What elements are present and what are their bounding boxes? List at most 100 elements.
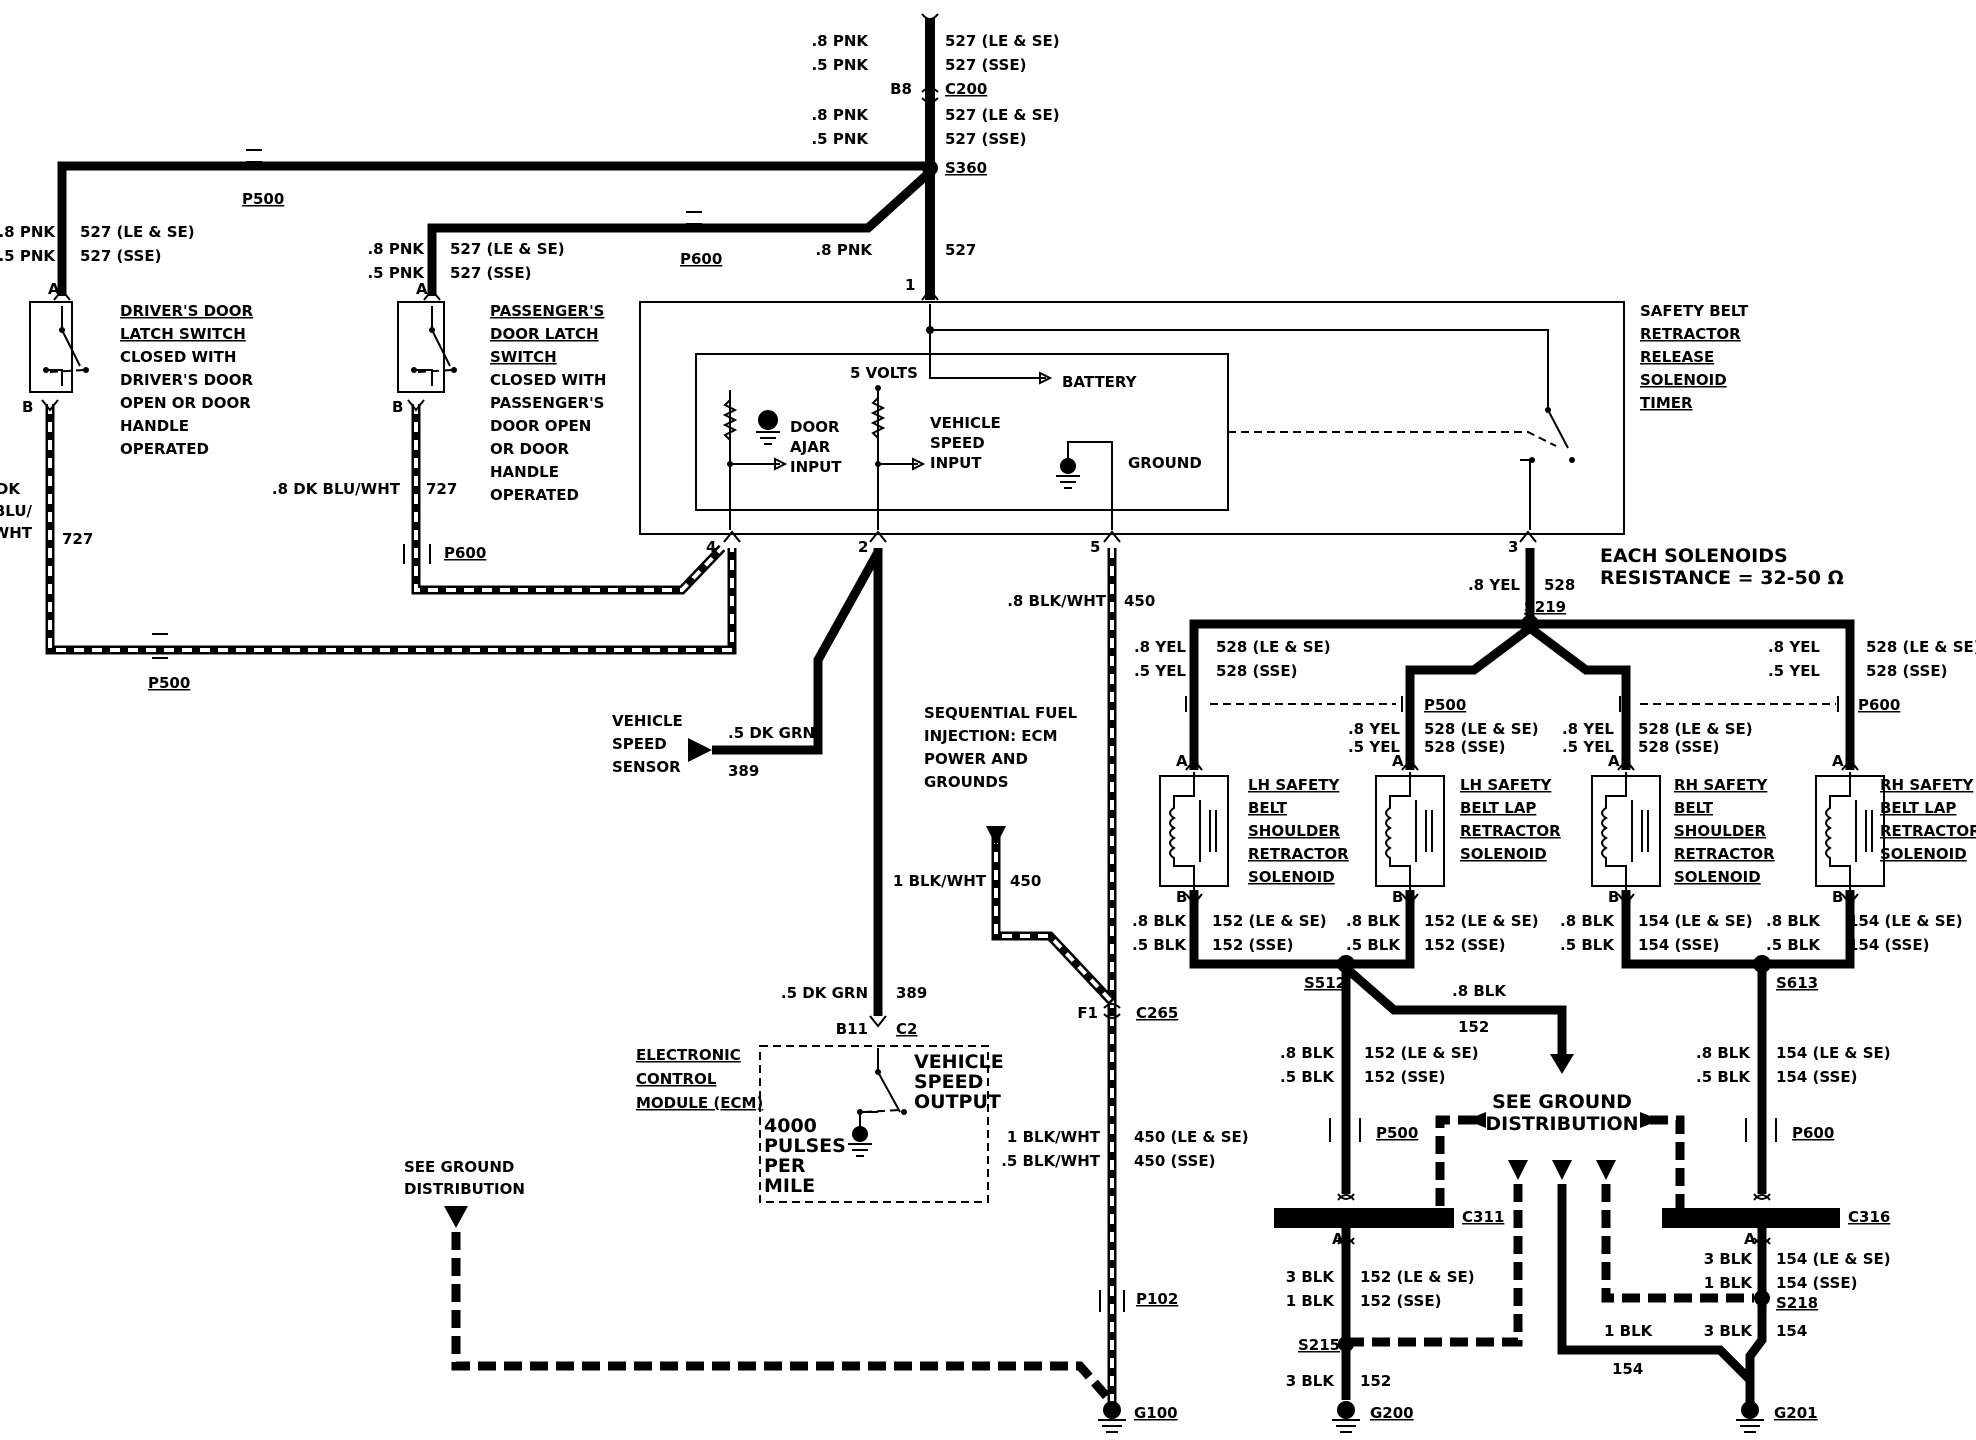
svg-text:POWER AND: POWER AND [924, 750, 1028, 768]
svg-text:SENSOR: SENSOR [612, 758, 681, 776]
label: .8 BLK [1132, 912, 1187, 930]
label: 527 (SSE) [945, 56, 1026, 74]
resistance-note: EACH SOLENOIDS [1600, 545, 1788, 567]
pin-label: 4 [706, 538, 716, 556]
pin-label: B [1392, 888, 1403, 906]
pin-label: 2 [858, 538, 868, 556]
pin-label: A [1832, 752, 1844, 770]
splice-s613: S613 [1776, 974, 1818, 992]
solenoid-3 [1591, 758, 1661, 906]
svg-text:ELECTRONIC: ELECTRONIC [636, 1046, 741, 1064]
label: .5 BLK [1696, 1068, 1751, 1086]
ground-dist-right [1348, 1112, 1755, 1404]
svg-text:CLOSED WITH: CLOSED WITH [120, 348, 236, 366]
label: 154 (SSE) [1848, 936, 1929, 954]
label: 3 BLK [1286, 1268, 1336, 1286]
svg-text:HANDLE: HANDLE [490, 463, 559, 481]
label: 727 [62, 530, 93, 548]
label: 450 [1124, 592, 1155, 610]
pin-label: 1 [905, 276, 915, 294]
timer-pins [723, 530, 1537, 543]
label: BLU/ [0, 502, 33, 520]
label-c311: C311 [1462, 1208, 1504, 1226]
svg-text:SEQUENTIAL FUEL: SEQUENTIAL FUEL [924, 704, 1078, 722]
pin-label: B [1176, 888, 1187, 906]
sol4-label: RH SAFETY BELT LAP RETRACTOR SOLENOID [1880, 776, 1976, 863]
label: .5 YEL [1562, 738, 1614, 756]
pin-label: A [1392, 752, 1404, 770]
label: .8 BLK/WHT [1007, 592, 1107, 610]
wire-528-yel [1185, 548, 1855, 770]
solenoid-1 [1159, 758, 1229, 906]
wire-450-blk-wht [986, 548, 1126, 1433]
ground-g201: G201 [1774, 1404, 1818, 1422]
label-vss-input: VEHICLE [930, 414, 1001, 432]
label: F1 [1077, 1004, 1098, 1022]
label: .5 BLK [1132, 936, 1187, 954]
label: .8 BLK [1766, 912, 1821, 930]
label: .8 YEL [1768, 638, 1820, 656]
svg-text:RETRACTOR: RETRACTOR [1640, 325, 1741, 343]
svg-text:BELT LAP: BELT LAP [1880, 799, 1956, 817]
label-door-ajar: AJAR [790, 438, 831, 456]
label: 528 (LE & SE) [1424, 720, 1539, 738]
splice-s215: S215 [1298, 1336, 1340, 1354]
label: 528 (SSE) [1216, 662, 1297, 680]
wire-152-154-blk [1189, 890, 1855, 1201]
label: 528 (LE & SE) [1216, 638, 1331, 656]
svg-text:OR DOOR: OR DOOR [490, 440, 569, 458]
sol3-label: RH SAFETY BELT SHOULDER RETRACTOR SOLENO… [1674, 776, 1775, 886]
pin-label: A [1332, 1230, 1344, 1248]
label: 152 (LE & SE) [1212, 912, 1327, 930]
label: 152 (SSE) [1424, 936, 1505, 954]
svg-text:GROUNDS: GROUNDS [924, 773, 1009, 791]
svg-text:SOLENOID: SOLENOID [1640, 371, 1727, 389]
label: 152 [1360, 1372, 1391, 1390]
safety-belt-timer-module [639, 301, 1625, 535]
label: 154 (LE & SE) [1776, 1044, 1891, 1062]
solenoid-2 [1375, 758, 1445, 906]
connector-c200: C200 [945, 80, 987, 98]
label: .8 YEL [1134, 638, 1186, 656]
label: WHT [0, 524, 33, 542]
label: 152 [1458, 1018, 1489, 1036]
label: 528 (LE & SE) [1638, 720, 1753, 738]
connector-c2: C2 [896, 1020, 917, 1038]
label-vss-input: SPEED [930, 434, 985, 452]
label: .8 DK BLU/WHT [272, 480, 401, 498]
vehicle-speed-sensor-label: VEHICLE SPEED SENSOR [612, 712, 683, 776]
label: .5 BLK [1280, 1068, 1335, 1086]
label-ground: GROUND [1128, 454, 1202, 472]
label: 528 (SSE) [1866, 662, 1947, 680]
label-pulses: MILE [764, 1175, 815, 1197]
svg-text:DRIVER'S DOOR: DRIVER'S DOOR [120, 371, 254, 389]
svg-text:RELEASE: RELEASE [1640, 348, 1714, 366]
label: 727 [426, 480, 457, 498]
label: 528 [1544, 576, 1575, 594]
svg-text:BELT: BELT [1674, 799, 1714, 817]
pin-label: 3 [1508, 538, 1518, 556]
solenoids [1159, 758, 1885, 906]
label: B8 [890, 80, 912, 98]
label-door-ajar: INPUT [790, 458, 842, 476]
label: .8 BLK [1452, 982, 1507, 1000]
label: 154 (SSE) [1638, 936, 1719, 954]
pin-label: B [1832, 888, 1843, 906]
svg-text:PASSENGER'S: PASSENGER'S [490, 302, 604, 320]
label: .5 DK GRN [728, 724, 815, 742]
sfi-ecm-label: SEQUENTIAL FUEL INJECTION: ECM POWER AND… [924, 704, 1078, 791]
ecm-label: ELECTRONIC CONTROL MODULE (ECM) [636, 1046, 763, 1112]
label-pulses: PER [764, 1155, 806, 1177]
svg-text:OPERATED: OPERATED [120, 440, 209, 458]
label: 154 (LE & SE) [1638, 912, 1753, 930]
svg-text:SOLENOID: SOLENOID [1460, 845, 1547, 863]
label: 389 [896, 984, 927, 1002]
svg-text:BELT: BELT [1248, 799, 1288, 817]
label: .5 DK GRN [781, 984, 868, 1002]
connector-p500: P500 [1424, 696, 1466, 714]
label: DISTRIBUTION [1485, 1113, 1638, 1135]
label: .5 BLK/WHT [1001, 1152, 1101, 1170]
label-door-ajar: DOOR [790, 418, 840, 436]
label: .8 PNK [0, 223, 56, 241]
label: 527 (SSE) [450, 264, 531, 282]
